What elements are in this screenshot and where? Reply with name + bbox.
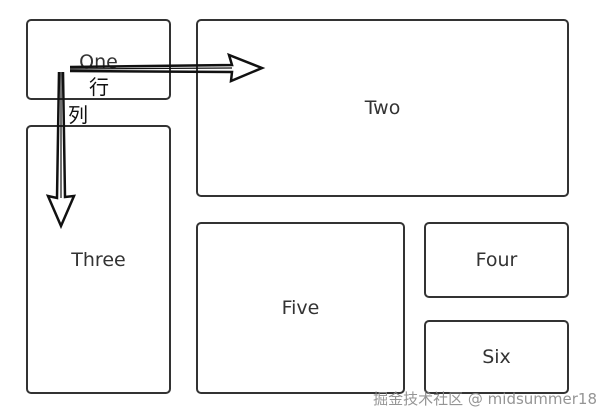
grid-item-four: Four [424, 222, 569, 298]
grid-item-one-label: One [79, 51, 118, 73]
grid-item-three-label: Three [71, 248, 126, 271]
grid-item-two-label: Two [364, 97, 401, 119]
grid-item-five: Five [196, 222, 405, 394]
row-annotation: 行 [89, 75, 109, 99]
grid-item-five-label: Five [281, 297, 320, 319]
grid-item-six-label: Six [482, 346, 511, 368]
grid-item-three: Three [26, 125, 171, 394]
watermark: 掘金技术社区 @ midsummer18 [373, 390, 597, 408]
column-annotation: 列 [68, 103, 88, 127]
grid-item-four-label: Four [475, 249, 518, 271]
grid-item-two: Two [196, 19, 569, 197]
grid-item-six: Six [424, 320, 569, 394]
